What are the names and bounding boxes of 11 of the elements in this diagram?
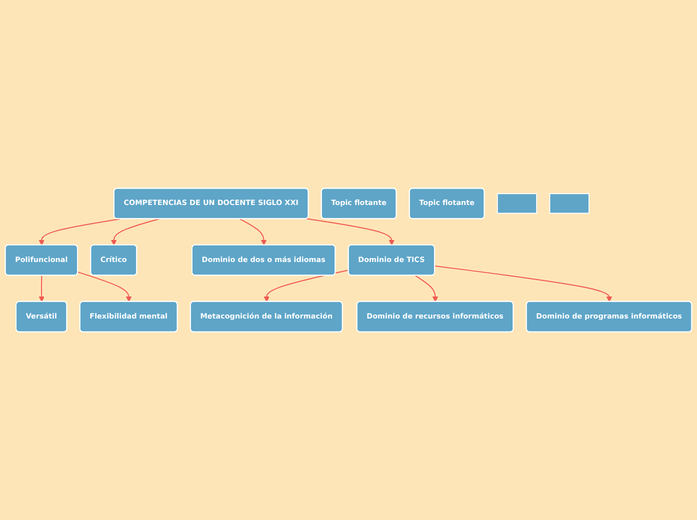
node-box (496, 193, 538, 214)
arrow (38, 275, 44, 302)
arrow (264, 270, 350, 302)
arrow (110, 218, 160, 246)
arrow (306, 218, 395, 246)
node-box (549, 193, 590, 214)
arrow (239, 218, 267, 246)
arrow (434, 265, 612, 302)
arrow (414, 275, 438, 302)
arrow (38, 218, 121, 246)
arrow (77, 272, 132, 302)
